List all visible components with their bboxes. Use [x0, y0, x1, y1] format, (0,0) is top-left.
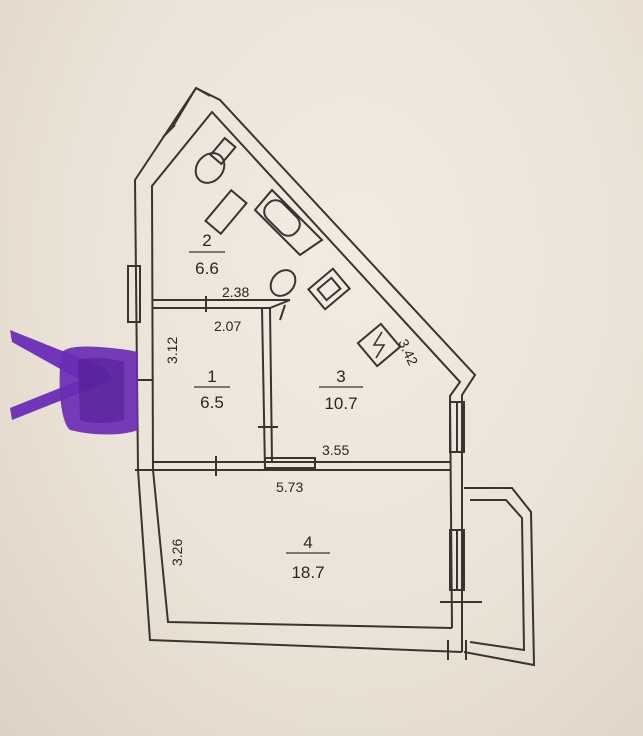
room-number: 1 — [207, 367, 216, 386]
balcony — [463, 487, 536, 667]
purple-arrow-marker — [10, 330, 138, 435]
room4-window — [440, 529, 482, 603]
room-area: 18.7 — [291, 563, 324, 582]
washer-cabinet — [204, 188, 248, 236]
room-1-label: 1 6.5 — [194, 367, 230, 412]
dimension-label: 2.07 — [214, 318, 241, 334]
sink-icon — [269, 269, 297, 297]
top-notch — [162, 86, 211, 138]
toilet-icon — [194, 136, 237, 184]
kitchen-sink-icon — [306, 267, 352, 311]
dimension-label: 2.38 — [222, 284, 249, 300]
room-4-label: 4 18.7 — [286, 533, 330, 582]
dimension-label: 3.42 — [395, 337, 421, 369]
dimension-label: 5.73 — [276, 479, 303, 495]
room-3-label: 3 10.7 — [319, 367, 363, 413]
room-number: 3 — [336, 367, 345, 386]
room-area: 10.7 — [324, 394, 357, 413]
room-area: 6.6 — [195, 259, 219, 278]
bathtub-icon — [253, 188, 324, 257]
interior-walls — [152, 296, 450, 476]
room-number: 2 — [202, 231, 211, 250]
dimension-label: 3.26 — [169, 539, 185, 566]
left-wall-window — [127, 265, 141, 323]
room-number: 4 — [303, 533, 312, 552]
room3-window — [449, 401, 465, 453]
room-area: 6.5 — [200, 393, 224, 412]
dimension-label: 3.55 — [322, 442, 349, 458]
room-2-label: 2 6.6 — [189, 231, 225, 278]
bottom-wall-notch — [447, 640, 467, 660]
stove-icon — [356, 322, 402, 368]
dimension-label: 3.12 — [164, 337, 180, 364]
